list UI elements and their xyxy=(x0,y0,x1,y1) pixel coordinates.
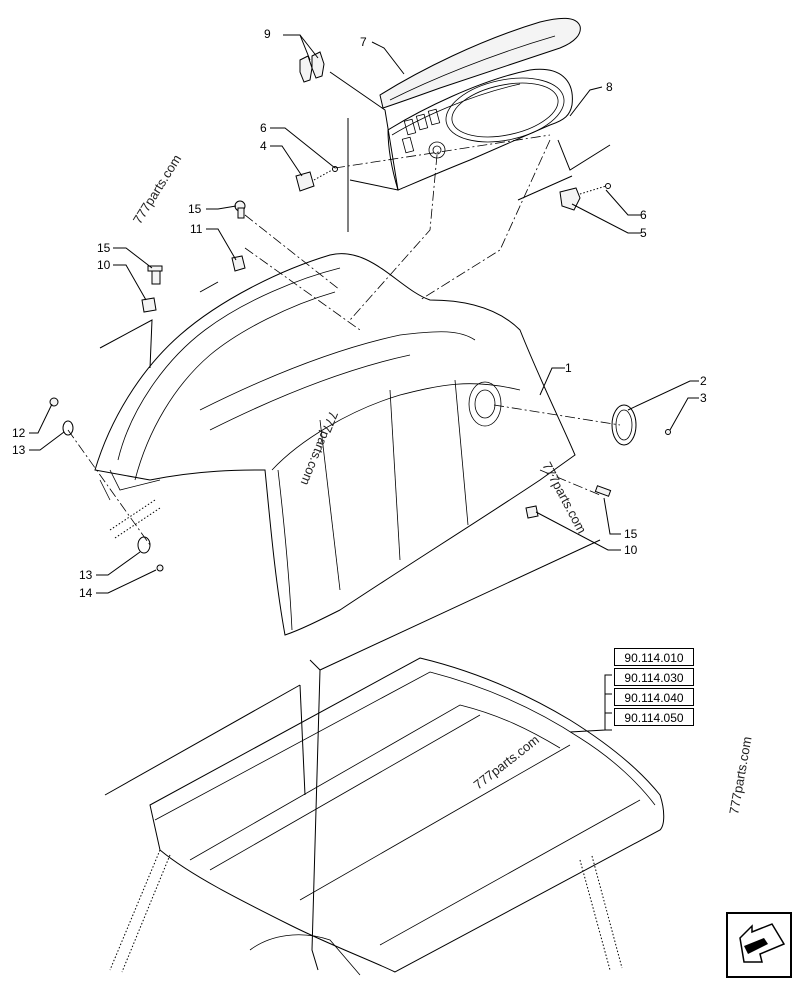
bracket-part-5 xyxy=(559,183,611,211)
watermark-right-edge: 777parts.com xyxy=(726,735,754,815)
callout-13-lower: 13 xyxy=(79,568,93,582)
callout-13-upper: 13 xyxy=(12,443,26,457)
callout-1: 1 xyxy=(565,361,572,375)
clip-part-11 xyxy=(231,255,246,272)
callout-15-left: 15 xyxy=(97,241,111,255)
reference-90-114-050[interactable]: 90.114.050 xyxy=(614,708,694,726)
callout-8: 8 xyxy=(606,80,613,94)
visor-part-7 xyxy=(379,17,581,109)
watermark-cowl-right: 777parts.com xyxy=(539,459,589,536)
reference-90-114-040[interactable]: 90.114.040 xyxy=(614,688,694,706)
callout-3: 3 xyxy=(700,391,707,405)
clips-part-9 xyxy=(299,51,325,83)
callout-10-right: 10 xyxy=(624,543,638,557)
reference-90-114-010[interactable]: 90.114.010 xyxy=(614,648,694,666)
callout-15-top: 15 xyxy=(188,202,202,216)
watermark-top-left: 777parts.com xyxy=(130,152,184,227)
ring-part-2 xyxy=(611,404,637,446)
cab-roof-structure xyxy=(109,657,665,976)
callout-15-right: 15 xyxy=(624,527,638,541)
callout-14: 14 xyxy=(79,586,93,600)
knob-part-12 xyxy=(49,397,74,436)
bolt-part-15-right xyxy=(525,485,612,519)
callout-7: 7 xyxy=(360,35,367,49)
instrument-cluster-part-8 xyxy=(387,68,573,191)
arrow-back-icon[interactable] xyxy=(726,912,792,978)
callout-2: 2 xyxy=(700,374,707,388)
bolt-part-15-top xyxy=(234,200,246,219)
leader-lines xyxy=(29,34,699,971)
callout-10-left: 10 xyxy=(97,258,111,272)
callout-11: 11 xyxy=(190,222,203,236)
dashboard-cowl-part-1 xyxy=(94,253,576,636)
washer-part-13-lower xyxy=(137,536,164,572)
callout-labels: 9 7 8 6 4 6 5 15 11 15 10 1 2 3 12 13 15… xyxy=(12,27,707,600)
reference-90-114-030[interactable]: 90.114.030 xyxy=(614,668,694,686)
bolt-part-15-left xyxy=(141,265,163,313)
callout-9: 9 xyxy=(264,27,271,41)
callout-6-right: 6 xyxy=(640,208,647,222)
screw-part-3 xyxy=(665,429,671,435)
callout-12: 12 xyxy=(12,426,26,440)
callout-5: 5 xyxy=(640,226,647,240)
bracket-part-4 xyxy=(295,166,338,192)
callout-4: 4 xyxy=(260,139,267,153)
callout-6-upper-left: 6 xyxy=(260,121,267,135)
